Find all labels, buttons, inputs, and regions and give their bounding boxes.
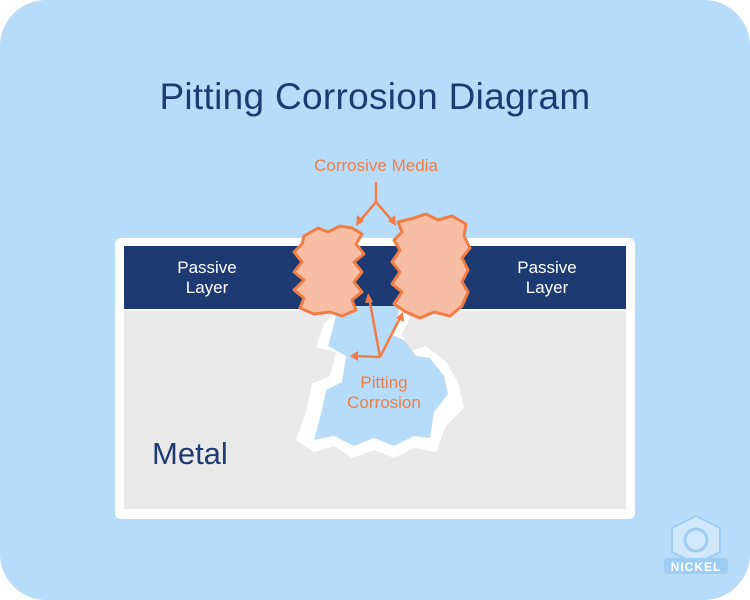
passive-layer-right-line2: Layer bbox=[525, 278, 569, 297]
pit-cavity bbox=[314, 306, 448, 446]
diagram-title: Pitting Corrosion Diagram bbox=[159, 76, 591, 117]
corrosive-media-label: Corrosive Media bbox=[314, 156, 438, 175]
passive-layer-band bbox=[124, 246, 626, 309]
pitting-corrosion-line2: Corrosion bbox=[347, 393, 421, 412]
logo-text: NICKEL bbox=[670, 560, 722, 574]
corrosive-media-left bbox=[292, 224, 366, 318]
corrosive-media-right bbox=[390, 212, 472, 320]
nickel-logo: NICKEL bbox=[662, 512, 730, 580]
arrowheads bbox=[350, 215, 404, 361]
passive-layer-left-line1: Passive bbox=[177, 258, 237, 277]
passive-layer-left-label: Passive Layer bbox=[157, 258, 257, 298]
pitting-corrosion-line1: Pitting bbox=[360, 373, 408, 392]
passive-layer-right-line1: Passive bbox=[517, 258, 577, 277]
metal-label: Metal bbox=[152, 436, 228, 471]
logo-mark-icon bbox=[664, 514, 728, 574]
passive-layer-right-label: Passive Layer bbox=[497, 258, 597, 298]
pitting-corrosion-label: Pitting Corrosion bbox=[324, 373, 444, 413]
passive-layer-left-line2: Layer bbox=[185, 278, 229, 297]
